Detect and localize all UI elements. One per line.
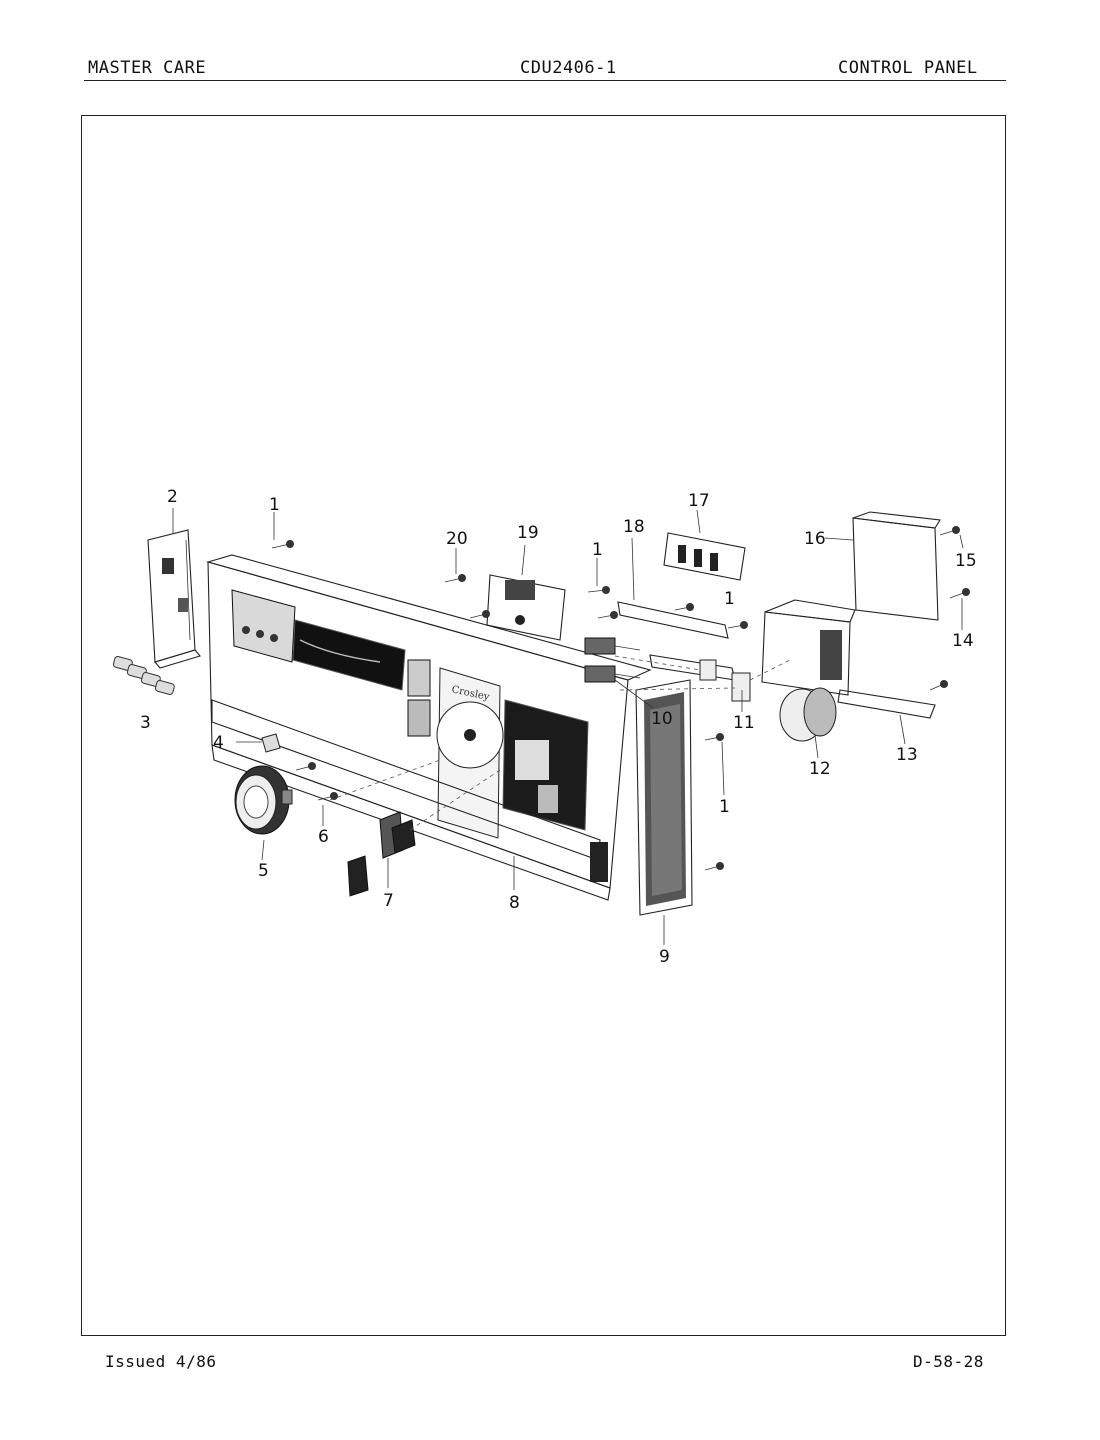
part-2-end-cap	[147, 529, 201, 669]
part-11-lamp	[699, 659, 751, 702]
header-section-title: CONTROL PANEL	[838, 58, 978, 78]
callout-15: 15	[955, 551, 977, 571]
part-9-side-cover-panel	[635, 679, 693, 916]
callout-12: 12	[809, 759, 831, 779]
callout-4: 4	[213, 733, 224, 753]
header-rule	[84, 80, 1006, 81]
callout-10: 10	[651, 709, 673, 729]
callout-3: 3	[140, 713, 151, 733]
callout-leader-lines	[172, 508, 964, 945]
callout-13: 13	[896, 745, 918, 765]
part-4-indicator-lamp	[261, 733, 281, 753]
part-17-terminal-block	[663, 532, 746, 581]
callout-8: 8	[509, 893, 520, 913]
part-12-timer	[761, 599, 856, 742]
callout-19: 19	[517, 523, 539, 543]
callout-1-lower: 1	[719, 797, 730, 817]
part-18-mounting-strips	[617, 601, 736, 681]
callout-5: 5	[258, 861, 269, 881]
part-19-bracket	[486, 574, 566, 641]
callout-1-center: 1	[592, 540, 603, 560]
part-16-timer-cover	[852, 511, 941, 621]
callout-18: 18	[623, 517, 645, 537]
callout-17: 17	[688, 491, 710, 511]
assembly-guide-lines	[329, 655, 791, 831]
part-8-control-panel: Crosley	[206, 554, 652, 901]
callout-1-right: 1	[724, 589, 735, 609]
part-3-push-buttons	[112, 656, 175, 695]
callout-9: 9	[659, 947, 670, 967]
header-manual-title: MASTER CARE	[88, 58, 207, 78]
callout-1-top-left: 1	[269, 495, 280, 515]
screws	[271, 526, 970, 871]
part-13-timer-bracket	[837, 689, 936, 719]
footer-page-code: D-58-28	[913, 1352, 984, 1371]
callout-20: 20	[446, 529, 468, 549]
callout-6: 6	[318, 827, 329, 847]
footer-issue-date: Issued 4/86	[105, 1352, 217, 1371]
part-7-rocker-switches	[347, 811, 416, 897]
part-10-lamp-sockets	[584, 637, 641, 683]
callout-11: 11	[733, 713, 755, 733]
callout-16: 16	[804, 529, 826, 549]
part-5-control-knob	[234, 765, 293, 835]
callout-2: 2	[167, 487, 178, 507]
header-model-number: CDU2406-1	[520, 58, 617, 78]
callout-7: 7	[383, 891, 394, 911]
diagram-frame	[81, 115, 1006, 1336]
callout-14: 14	[952, 631, 974, 651]
